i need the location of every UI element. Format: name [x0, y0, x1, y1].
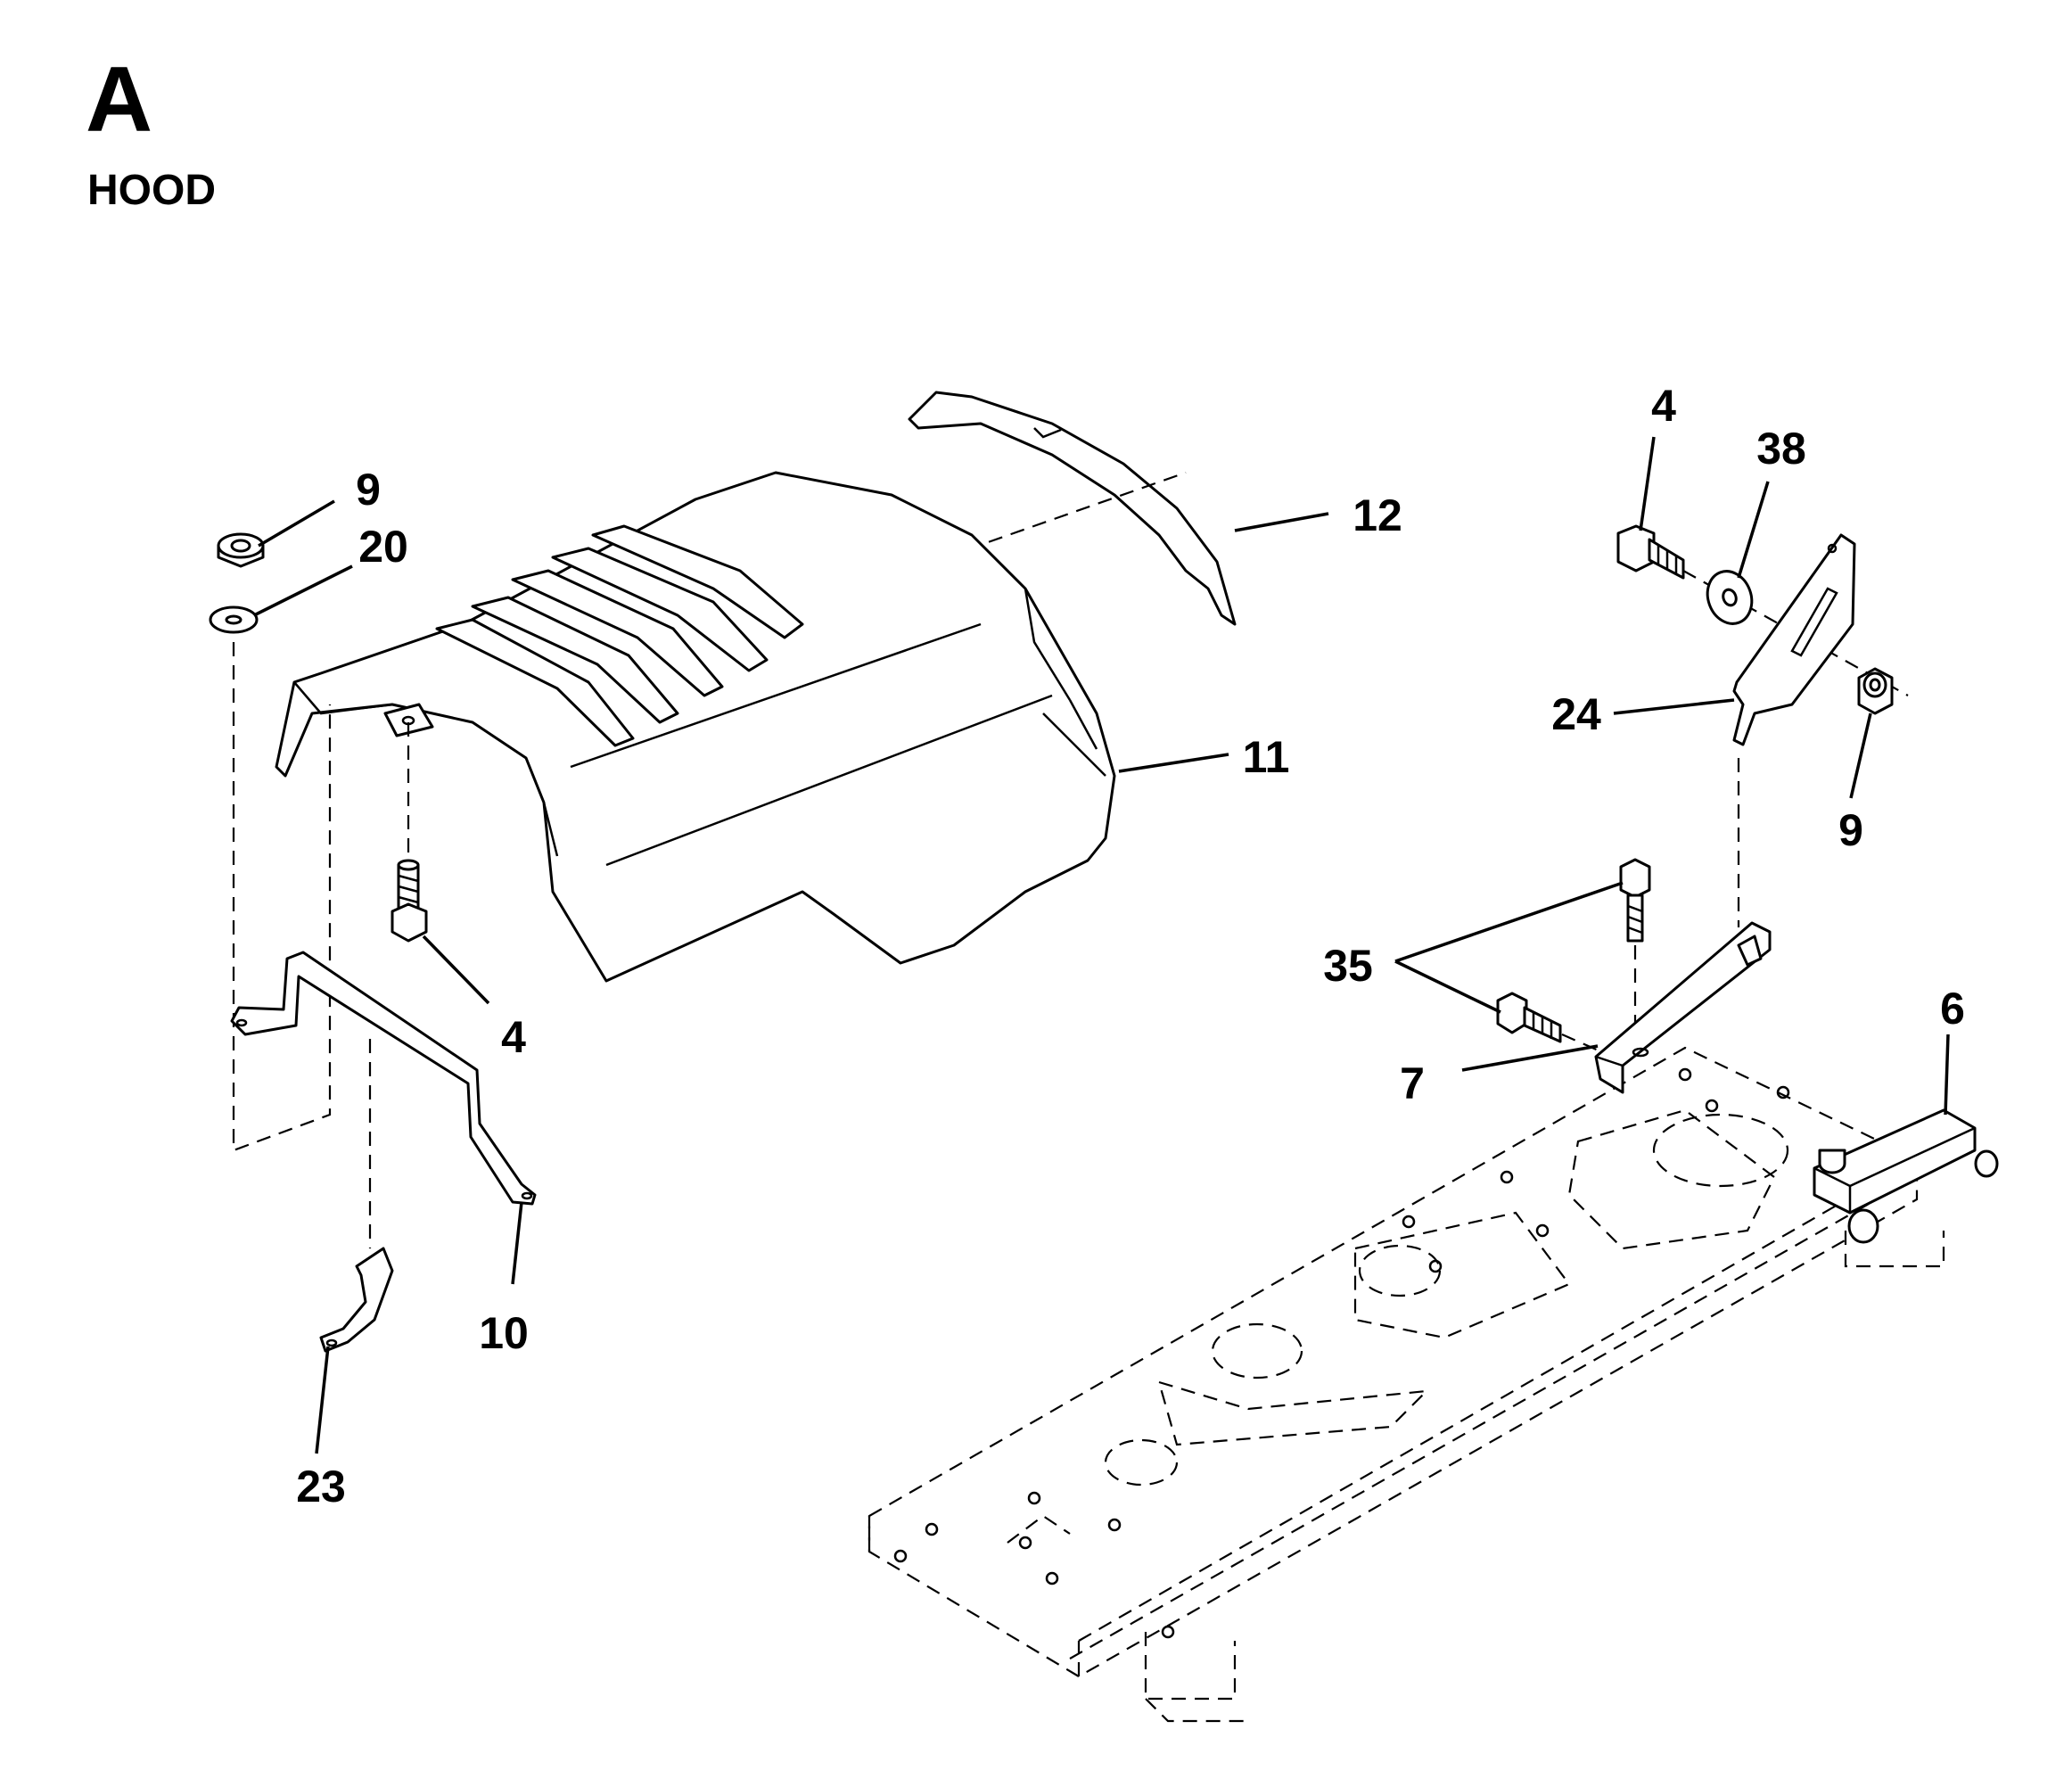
callout-35: 35: [1323, 941, 1373, 991]
part-4-bolt-left: [391, 859, 428, 943]
part-35-bolts: [1496, 858, 1651, 1043]
part-11-hood: [275, 471, 1116, 983]
part-12-shield: [908, 391, 1237, 626]
leader-lines: [253, 436, 1950, 1454]
callout-9-right: 9: [1838, 805, 1863, 855]
part-38-washer: [1706, 570, 1754, 625]
callout-7: 7: [1400, 1058, 1425, 1108]
part-24-hinge-plate: [1732, 533, 1856, 746]
callout-12: 12: [1353, 490, 1402, 540]
section-letter: A: [86, 48, 153, 152]
part-9-nut-right: [1857, 667, 1894, 715]
callout-20: 20: [358, 522, 408, 572]
section-title: HOOD: [87, 167, 216, 214]
callout-6: 6: [1940, 984, 1965, 1034]
callout-10: 10: [479, 1308, 529, 1358]
part-4-bolt-right: [1616, 524, 1685, 580]
callout-23: 23: [296, 1462, 346, 1511]
part-10-support-rod: [230, 951, 537, 1206]
part-9-nut-left: [217, 532, 265, 568]
callout-4-left: 4: [501, 1012, 526, 1062]
part-6-front-bracket: [1813, 1108, 1999, 1268]
alignment-line-left: [232, 642, 332, 1152]
callout-11: 11: [1243, 732, 1290, 782]
callout-4-right: 4: [1651, 381, 1676, 431]
callout-24: 24: [1551, 689, 1601, 739]
part-23-bracket-clip: [319, 1247, 394, 1353]
callout-38: 38: [1756, 424, 1806, 474]
callout-9-left: 9: [356, 465, 381, 515]
part-20-washer: [209, 605, 259, 634]
frame-chassis: [867, 1046, 1919, 1723]
part-7-hinge-bracket: [1594, 921, 1772, 1094]
